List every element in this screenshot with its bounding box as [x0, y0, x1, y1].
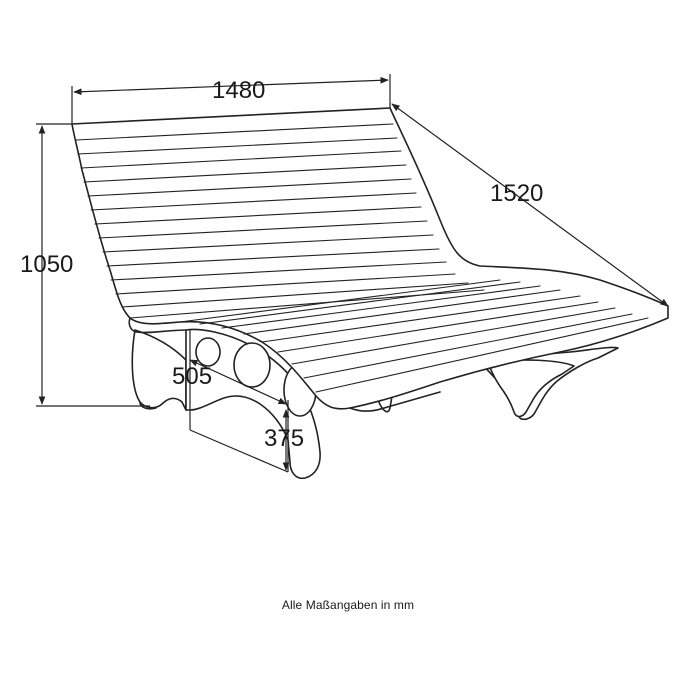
- base-height-label: 375: [264, 425, 304, 452]
- dimension-depth: [391, 103, 669, 307]
- dimension-width: [71, 74, 391, 124]
- dimension-seat-base: [189, 330, 290, 473]
- width-label: 1480: [212, 77, 265, 104]
- caption: Alle Maßangaben in mm: [281, 598, 415, 612]
- seat-height-label: 505: [172, 363, 212, 390]
- depth-label: 1520: [490, 180, 543, 207]
- dimension-height: [36, 123, 150, 407]
- lounger-seat: [71, 107, 669, 412]
- height-label: 1050: [20, 251, 73, 278]
